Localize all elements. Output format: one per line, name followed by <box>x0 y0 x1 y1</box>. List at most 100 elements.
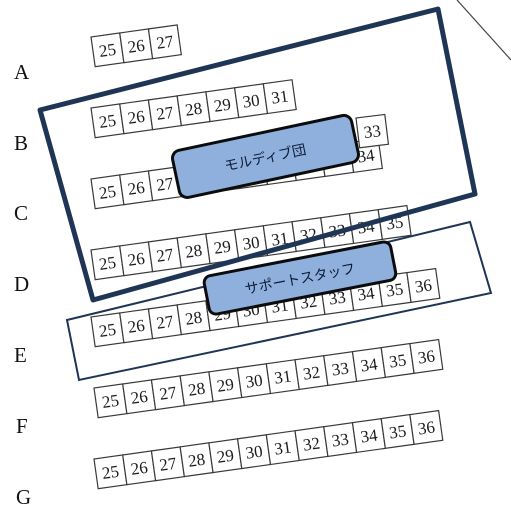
seat: 36 <box>409 338 444 374</box>
seat: 32 <box>294 426 329 462</box>
seat-row-a: 25 26 27 <box>90 24 183 68</box>
seat: 29 <box>208 438 243 474</box>
seat-number: 27 <box>155 174 175 195</box>
seat-number: 34 <box>359 425 379 446</box>
seat: 28 <box>176 233 211 269</box>
seat-number: 30 <box>244 442 263 463</box>
seat-number: 32 <box>302 433 321 454</box>
seat-number: 35 <box>388 421 407 442</box>
seat: 25 <box>90 174 125 210</box>
seat-number: 26 <box>126 249 145 270</box>
seat-number: 34 <box>356 283 376 304</box>
support-label-box <box>202 240 398 316</box>
seat-number: 27 <box>158 454 178 475</box>
seat: 26 <box>122 450 157 486</box>
seat: 26 <box>119 241 154 277</box>
seat: 28 <box>179 442 214 478</box>
seat-box <box>409 338 444 374</box>
seat-number: 26 <box>129 458 148 479</box>
seat-number: 36 <box>417 346 436 367</box>
molladive-group-outline <box>37 6 478 303</box>
seat-number: 26 <box>126 36 145 57</box>
seat-number: 34 <box>356 145 376 166</box>
seat-number: 25 <box>101 462 120 483</box>
seat: 31 <box>265 359 300 395</box>
seat: 30 <box>233 83 269 119</box>
wall-line <box>456 0 511 61</box>
seat: 34 <box>351 417 387 454</box>
seat-number: 34 <box>359 354 379 375</box>
seat: 27 <box>147 24 183 60</box>
row-label-g: G <box>16 485 31 509</box>
seat-number: 35 <box>385 279 404 300</box>
seat-number: 31 <box>273 367 292 388</box>
seat-number: 28 <box>184 99 203 120</box>
seat-number: 28 <box>184 308 203 329</box>
seat-number: 33 <box>331 429 350 450</box>
seat: 27 <box>150 375 186 411</box>
seat-number: 30 <box>241 233 260 254</box>
seat: 26 <box>119 28 154 64</box>
seat: 35 <box>380 342 415 379</box>
seat-number: 27 <box>155 103 175 124</box>
support-group-label: サポートスタッフ <box>202 240 398 316</box>
seat: 30 <box>236 434 272 470</box>
seat-number: 31 <box>270 87 289 108</box>
seat: 33 <box>323 350 358 387</box>
seat: 26 <box>122 379 157 415</box>
seat-number: 26 <box>126 178 145 199</box>
seat-number: 26 <box>126 107 145 128</box>
seat-number: 25 <box>101 391 120 412</box>
seat: 25 <box>90 32 125 68</box>
seat-number: 27 <box>155 32 175 53</box>
seat: 26 <box>119 170 154 206</box>
seat-number: 33 <box>331 358 350 379</box>
seat-number: 25 <box>98 320 117 341</box>
seat: 32 <box>294 355 329 391</box>
seat-number: 31 <box>273 438 292 459</box>
seat-number: 25 <box>98 182 117 203</box>
seat: 29 <box>205 229 240 265</box>
seat: 36 <box>409 409 444 445</box>
seat-row-b: 25 26 27 28 29 30 31 <box>90 79 297 139</box>
seat-box <box>406 267 441 303</box>
seat-number: 30 <box>241 91 260 112</box>
seat-number: 35 <box>388 350 407 371</box>
seat: 28 <box>176 300 211 336</box>
seat: 28 <box>176 91 211 127</box>
seat: 25 <box>90 312 125 348</box>
seat: 25 <box>90 245 125 281</box>
row-label-d: D <box>14 272 29 296</box>
seat: 30 <box>236 363 272 399</box>
seat-number: 26 <box>126 316 145 337</box>
seat: 28 <box>179 371 214 407</box>
seat-number: 27 <box>155 312 175 333</box>
seat-number: 36 <box>414 275 433 296</box>
seat-number: 28 <box>187 450 206 471</box>
seat: 27 <box>147 304 183 340</box>
seat: 34 <box>348 275 384 312</box>
seat: 25 <box>90 103 125 139</box>
row-labels: A B C D E F G <box>14 60 31 509</box>
seat: 27 <box>150 446 186 482</box>
row-label-b: B <box>14 131 28 155</box>
seat-number: 25 <box>98 111 117 132</box>
seat-number: 27 <box>155 245 175 266</box>
seat-number: 29 <box>216 446 235 467</box>
seat: 27 <box>147 166 183 202</box>
molladive-group-label: モルディブ団 <box>170 113 360 199</box>
seat-number: 25 <box>98 40 117 61</box>
seat: 33 <box>323 421 358 458</box>
seat-box <box>409 409 444 445</box>
seat-number: 29 <box>216 375 235 396</box>
seat: 35 <box>380 413 415 450</box>
seat-number: 33 <box>363 121 382 142</box>
seat-number: 29 <box>213 95 232 116</box>
seat-box <box>262 79 297 115</box>
seat: 25 <box>93 454 128 490</box>
seat: 31 <box>265 430 300 466</box>
seat-number: 25 <box>98 253 117 274</box>
